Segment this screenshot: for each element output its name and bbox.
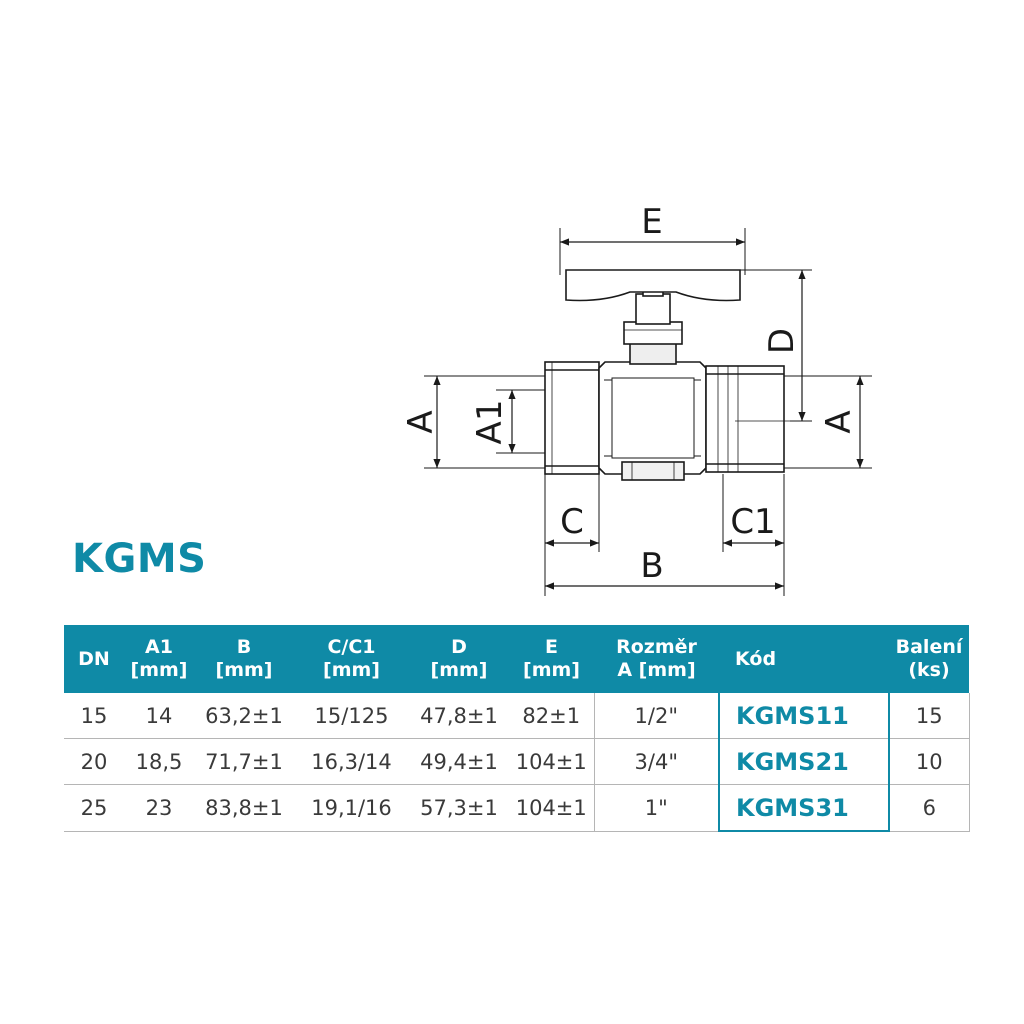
header-a1: A1[mm]: [124, 625, 194, 693]
cell-a1: 14: [124, 693, 194, 739]
header-b: B[mm]: [194, 625, 294, 693]
header-e: E[mm]: [509, 625, 594, 693]
cell-d: 57,3±1: [409, 784, 509, 832]
table-row: 25 23 83,8±1 19,1/16 57,3±1 104±1 1" KGM…: [64, 784, 970, 832]
header-dn: DN: [64, 625, 124, 693]
table-row: 20 18,5 71,7±1 16,3/14 49,4±1 104±1 3/4"…: [64, 738, 970, 785]
cell-d: 49,4±1: [409, 738, 509, 785]
cell-baleni: 15: [889, 693, 970, 739]
cell-e: 104±1: [509, 784, 594, 832]
dim-label-a-left: A: [401, 410, 441, 433]
cell-baleni: 10: [889, 738, 970, 785]
header-kod: Kód: [719, 625, 889, 693]
cell-e: 82±1: [509, 693, 594, 739]
cell-rozmer: 3/4": [593, 738, 719, 785]
cell-b: 71,7±1: [194, 738, 294, 785]
header-d: D[mm]: [409, 625, 509, 693]
header-baleni: Balení(ks): [889, 625, 969, 693]
table-header-row: DN A1[mm] B[mm] C/C1[mm] D[mm] E[mm] Roz…: [64, 625, 969, 693]
cell-kod: KGMS31: [718, 784, 890, 832]
cell-a1: 18,5: [124, 738, 194, 785]
cell-c-c1: 16,3/14: [294, 738, 409, 785]
cell-d: 47,8±1: [409, 693, 509, 739]
valve-body: [544, 269, 790, 481]
dim-label-d: D: [762, 328, 802, 354]
cell-dn: 20: [64, 738, 124, 785]
cell-rozmer: 1": [593, 784, 719, 832]
table-row: 15 14 63,2±1 15/125 47,8±1 82±1 1/2" KGM…: [64, 693, 970, 739]
dim-label-c: C: [560, 502, 584, 542]
cell-e: 104±1: [509, 738, 594, 785]
dim-label-a-right: A: [819, 410, 859, 433]
cell-rozmer: 1/2": [593, 693, 719, 739]
cell-b: 83,8±1: [194, 784, 294, 832]
cell-a1: 23: [124, 784, 194, 832]
cell-kod: KGMS21: [718, 738, 890, 785]
dim-label-c1: C1: [730, 502, 775, 542]
valve-drawing: E D A A1 A C C1 B: [401, 202, 872, 596]
cell-dn: 15: [64, 693, 124, 739]
dim-label-a1: A1: [470, 400, 510, 445]
cell-c-c1: 15/125: [294, 693, 409, 739]
dim-label-b: B: [640, 546, 663, 586]
dim-label-e: E: [641, 202, 662, 242]
dimension-arrows: [433, 238, 864, 590]
cell-baleni: 6: [889, 784, 970, 832]
cell-dn: 25: [64, 784, 124, 832]
header-c-c1: C/C1[mm]: [294, 625, 409, 693]
cell-c-c1: 19,1/16: [294, 784, 409, 832]
cell-kod: KGMS11: [718, 693, 890, 739]
product-title: KGMS: [72, 536, 207, 582]
cell-b: 63,2±1: [194, 693, 294, 739]
spec-table: DN A1[mm] B[mm] C/C1[mm] D[mm] E[mm] Roz…: [64, 625, 970, 832]
